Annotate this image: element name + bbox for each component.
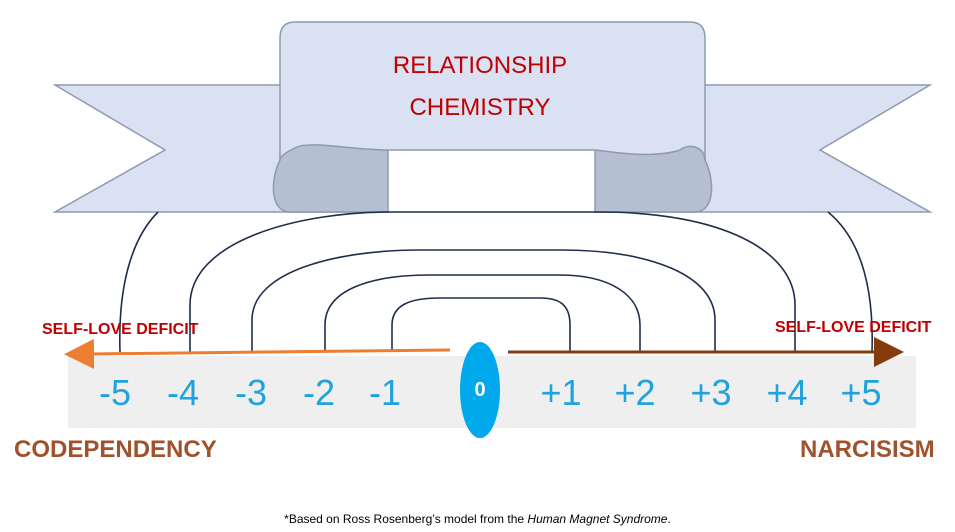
footnote: *Based on Ross Rosenberg’s model from th… <box>0 512 955 526</box>
arc-4 <box>189 211 796 352</box>
left-arrow <box>64 338 451 369</box>
arc-1 <box>391 297 571 352</box>
banner-main <box>279 21 706 161</box>
narcisism-label: NARCISISM <box>800 436 935 463</box>
arc-minus5-left <box>118 211 159 353</box>
right-arrow-label: SELF-LOVE DEFICIT <box>775 319 932 336</box>
scale-value: -4 <box>166 372 199 413</box>
arc-2 <box>324 274 641 352</box>
footnote-prefix: *Based on Ross Rosenberg’s model from th… <box>284 512 528 526</box>
arc-3 <box>251 249 716 352</box>
scale-zero: 0 <box>460 342 500 438</box>
banner-title-line2: CHEMISTRY <box>409 94 551 121</box>
scale-value: -5 <box>98 372 131 413</box>
scale-value: +3 <box>690 372 732 413</box>
scale-value: +2 <box>614 372 656 413</box>
scale-value: -2 <box>302 372 335 413</box>
left-arrow-label: SELF-LOVE DEFICIT <box>42 321 199 338</box>
scale-value: +1 <box>540 372 582 413</box>
scale-value: -3 <box>234 372 267 413</box>
scale-value: +4 <box>766 372 808 413</box>
codependency-label: CODEPENDENCY <box>14 436 217 463</box>
footnote-suffix: . <box>667 512 671 526</box>
scale-value: -1 <box>368 372 401 413</box>
banner-title-line1: RELATIONSHIP <box>392 52 568 79</box>
arc-plus5-right <box>827 211 874 353</box>
footnote-book: Human Magnet Syndrome <box>527 512 668 526</box>
scale-value: +5 <box>840 372 882 413</box>
